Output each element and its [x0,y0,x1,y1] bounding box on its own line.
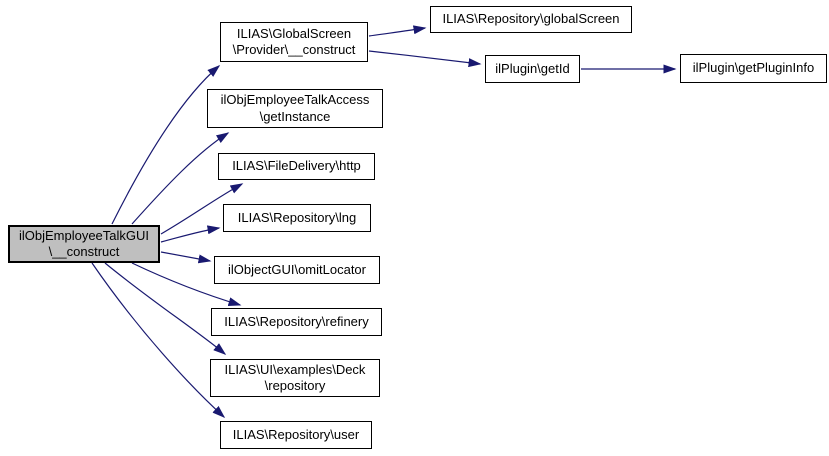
node-repository-user[interactable]: ILIAS\Repository\user [220,421,372,449]
edge-construct-to-provider-construct [111,65,221,225]
node-repository-refinery[interactable]: ILIAS\Repository\refinery [211,308,382,336]
edge-provider-to-repository-globalscreen [368,25,427,37]
node-repository-lng[interactable]: ILIAS\Repository\lng [223,204,371,232]
node-ilobjemployeetalkgui-construct: ilObjEmployeeTalkGUI \__construct [8,225,160,263]
edge-provider-to-ilplugin-getid [368,50,482,68]
node-globalscreen-provider-construct[interactable]: ILIAS\GlobalScreen \Provider\__construct [220,22,368,62]
node-ilobjemployeetalkaccess-getinstance[interactable]: ilObjEmployeeTalkAccess \getInstance [207,89,383,128]
edge-construct-to-repository-lng [160,225,221,243]
edge-construct-to-access-getinstance [131,132,230,225]
edge-construct-to-deck-repository [104,262,227,355]
edge-construct-to-filedelivery-http [160,183,244,235]
node-ilplugin-getplugininfo[interactable]: ilPlugin\getPluginInfo [680,54,827,83]
node-ilobjectgui-omitlocator[interactable]: ilObjectGUI\omitLocator [214,256,380,284]
node-ilplugin-getid[interactable]: ilPlugin\getId [485,55,580,83]
node-ui-examples-deck-repository[interactable]: ILIAS\UI\examples\Deck \repository [210,359,380,397]
edge-construct-to-omitlocator [160,251,212,264]
node-repository-globalscreen[interactable]: ILIAS\Repository\globalScreen [430,6,632,33]
edge-construct-to-repository-user [91,262,226,419]
node-filedelivery-http[interactable]: ILIAS\FileDelivery\http [218,153,375,180]
edge-construct-to-repository-refinery [131,262,242,307]
